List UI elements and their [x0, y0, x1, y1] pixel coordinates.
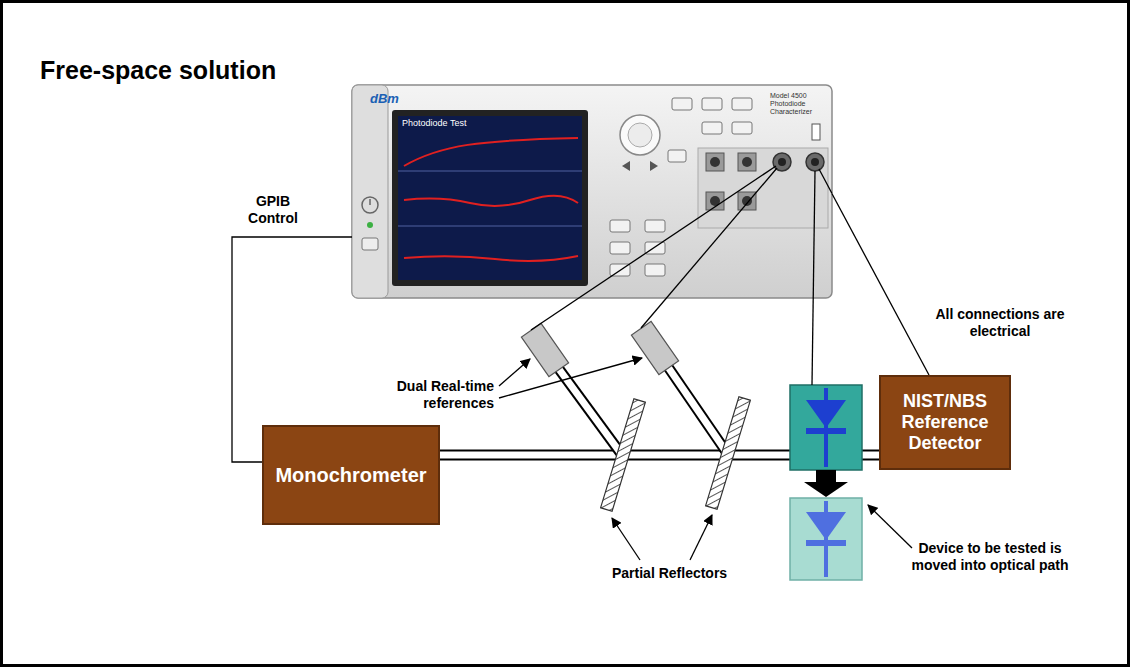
diagram-title: Free-space solution — [40, 55, 276, 85]
monochromator-box: Monochrometer — [262, 425, 440, 525]
panel-button — [362, 238, 378, 250]
nav-button — [650, 161, 658, 171]
screen-grid — [398, 171, 582, 172]
nav-button — [622, 161, 630, 171]
panel-button — [732, 98, 752, 110]
callout-text: Device to be tested is moved into optica… — [905, 540, 1075, 574]
control-knob — [620, 115, 660, 155]
model-name: Model 4500 Photodiode Characterizer — [770, 92, 828, 116]
reference-detector — [521, 323, 568, 376]
panel-button — [645, 264, 665, 276]
fiber-connector — [742, 196, 752, 206]
channel-input — [778, 158, 786, 166]
panel-button — [732, 122, 752, 134]
partial-reflector — [601, 399, 646, 512]
channel-input — [773, 153, 791, 171]
signal-wire — [531, 166, 776, 330]
note-text: All connections are electrical — [935, 306, 1065, 340]
power-button — [362, 197, 378, 213]
callout-text: Partial Reflectors — [612, 565, 727, 582]
diode-symbol — [806, 400, 846, 428]
connector-label: GPIB Control — [238, 193, 308, 227]
panel-button — [702, 122, 722, 134]
channel-input — [811, 158, 819, 166]
panel-button — [645, 220, 665, 232]
fiber-connector — [738, 153, 756, 171]
connector-line — [832, 194, 929, 375]
screen-display — [398, 116, 582, 280]
connector-panel — [698, 148, 828, 228]
status-led — [367, 222, 373, 228]
panel-button — [610, 220, 630, 232]
panel-button — [668, 150, 686, 162]
control-knob — [628, 123, 652, 147]
leader-arrow — [690, 515, 712, 560]
screen-curve — [404, 138, 578, 166]
fiber-connector — [710, 157, 720, 167]
leader-arrow — [499, 359, 530, 386]
reference-detector — [631, 321, 678, 374]
leader-arrow — [612, 518, 640, 560]
screen-grid — [398, 226, 582, 227]
panel-button — [610, 242, 630, 254]
screen-curve — [404, 196, 578, 206]
instrument-side-strip — [352, 85, 388, 298]
diode-symbol — [806, 428, 846, 434]
reference-detector-box: NIST/NBS Reference Detector — [879, 375, 1011, 470]
leader-arrow — [499, 358, 642, 398]
node-label: NIST/NBS Reference Detector — [891, 391, 999, 453]
callout-text: Dual Real-time references — [376, 378, 494, 412]
signal-wire — [812, 171, 815, 385]
fiber-connector — [738, 192, 756, 210]
signal-wire — [819, 169, 832, 194]
fiber-connector — [706, 153, 724, 171]
panel-button — [672, 98, 692, 110]
screen-curve — [404, 256, 578, 261]
leader-arrow — [868, 505, 912, 548]
signal-wire — [641, 168, 777, 328]
panel-button — [702, 98, 722, 110]
brand-logo: dBm — [370, 92, 399, 107]
device-under-test — [790, 385, 862, 470]
power-button — [369, 199, 371, 205]
diode-symbol — [806, 540, 846, 546]
move-arrow — [816, 470, 836, 482]
screen-bezel — [392, 110, 588, 286]
diode-symbol — [806, 512, 846, 540]
connector-line — [232, 237, 352, 462]
instrument-body — [352, 85, 832, 298]
move-arrow — [804, 482, 848, 497]
usb-port — [812, 124, 820, 140]
fiber-connector — [742, 157, 752, 167]
instrument-panel: dBmPhotodiode Test Model 4500 Photodiode … — [352, 85, 832, 298]
node-label: Monochrometer — [275, 464, 426, 487]
screen-title: Photodiode Test — [402, 118, 466, 128]
channel-input — [806, 153, 824, 171]
partial-reflector — [706, 397, 751, 510]
device-position — [790, 498, 862, 580]
